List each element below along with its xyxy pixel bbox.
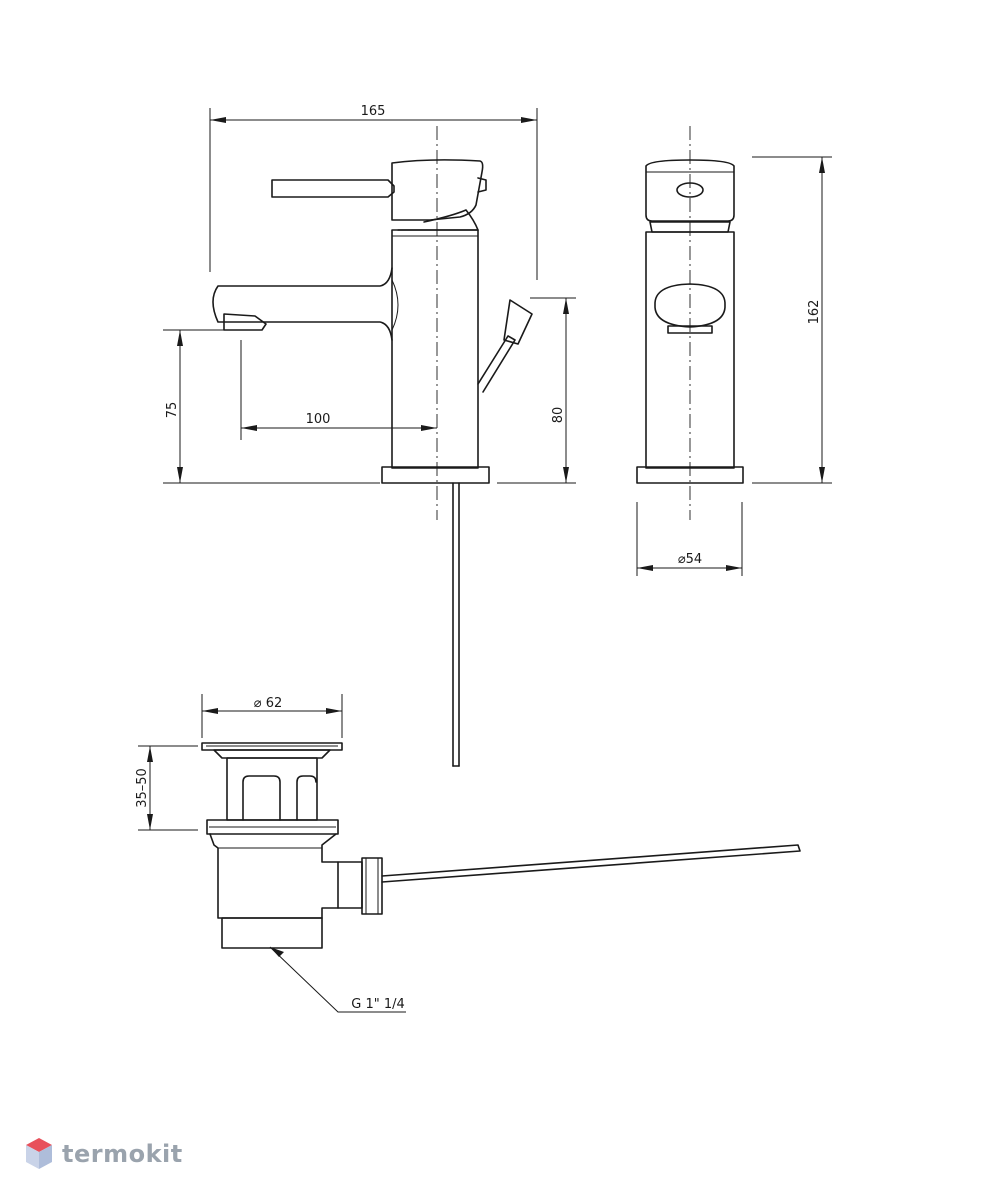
thread-leader: G 1" 1/4 — [269, 946, 406, 1013]
dimension-80: 80 — [497, 297, 576, 484]
dim-label-62: ⌀ 62 — [254, 696, 283, 711]
dimension-diameter-62: ⌀ 62 — [201, 694, 343, 738]
dimension-162: 162 — [752, 156, 832, 484]
dimension-35-50: 35–50 — [135, 745, 198, 831]
brand-name: termokit — [62, 1140, 183, 1168]
dimension-75: 75 — [163, 329, 380, 484]
dim-label-thread: G 1" 1/4 — [351, 997, 405, 1012]
hexagon-cube-icon — [26, 1138, 52, 1169]
dim-label-165: 165 — [361, 104, 386, 119]
dim-label-162: 162 — [807, 300, 822, 325]
faucet-front-view — [636, 126, 744, 520]
dim-label-80: 80 — [551, 407, 566, 424]
brand-logo: termokit — [24, 1136, 183, 1172]
drain-assembly — [201, 742, 801, 949]
faucet-side-view — [212, 126, 533, 767]
dim-label-54: ⌀54 — [678, 552, 702, 567]
dim-label-35-50: 35–50 — [135, 768, 150, 808]
dimension-165: 165 — [209, 104, 538, 280]
dimension-100: 100 — [240, 340, 437, 440]
dimension-diameter-54: ⌀54 — [636, 502, 743, 576]
dim-label-100: 100 — [306, 412, 331, 427]
dim-label-75: 75 — [165, 402, 180, 419]
